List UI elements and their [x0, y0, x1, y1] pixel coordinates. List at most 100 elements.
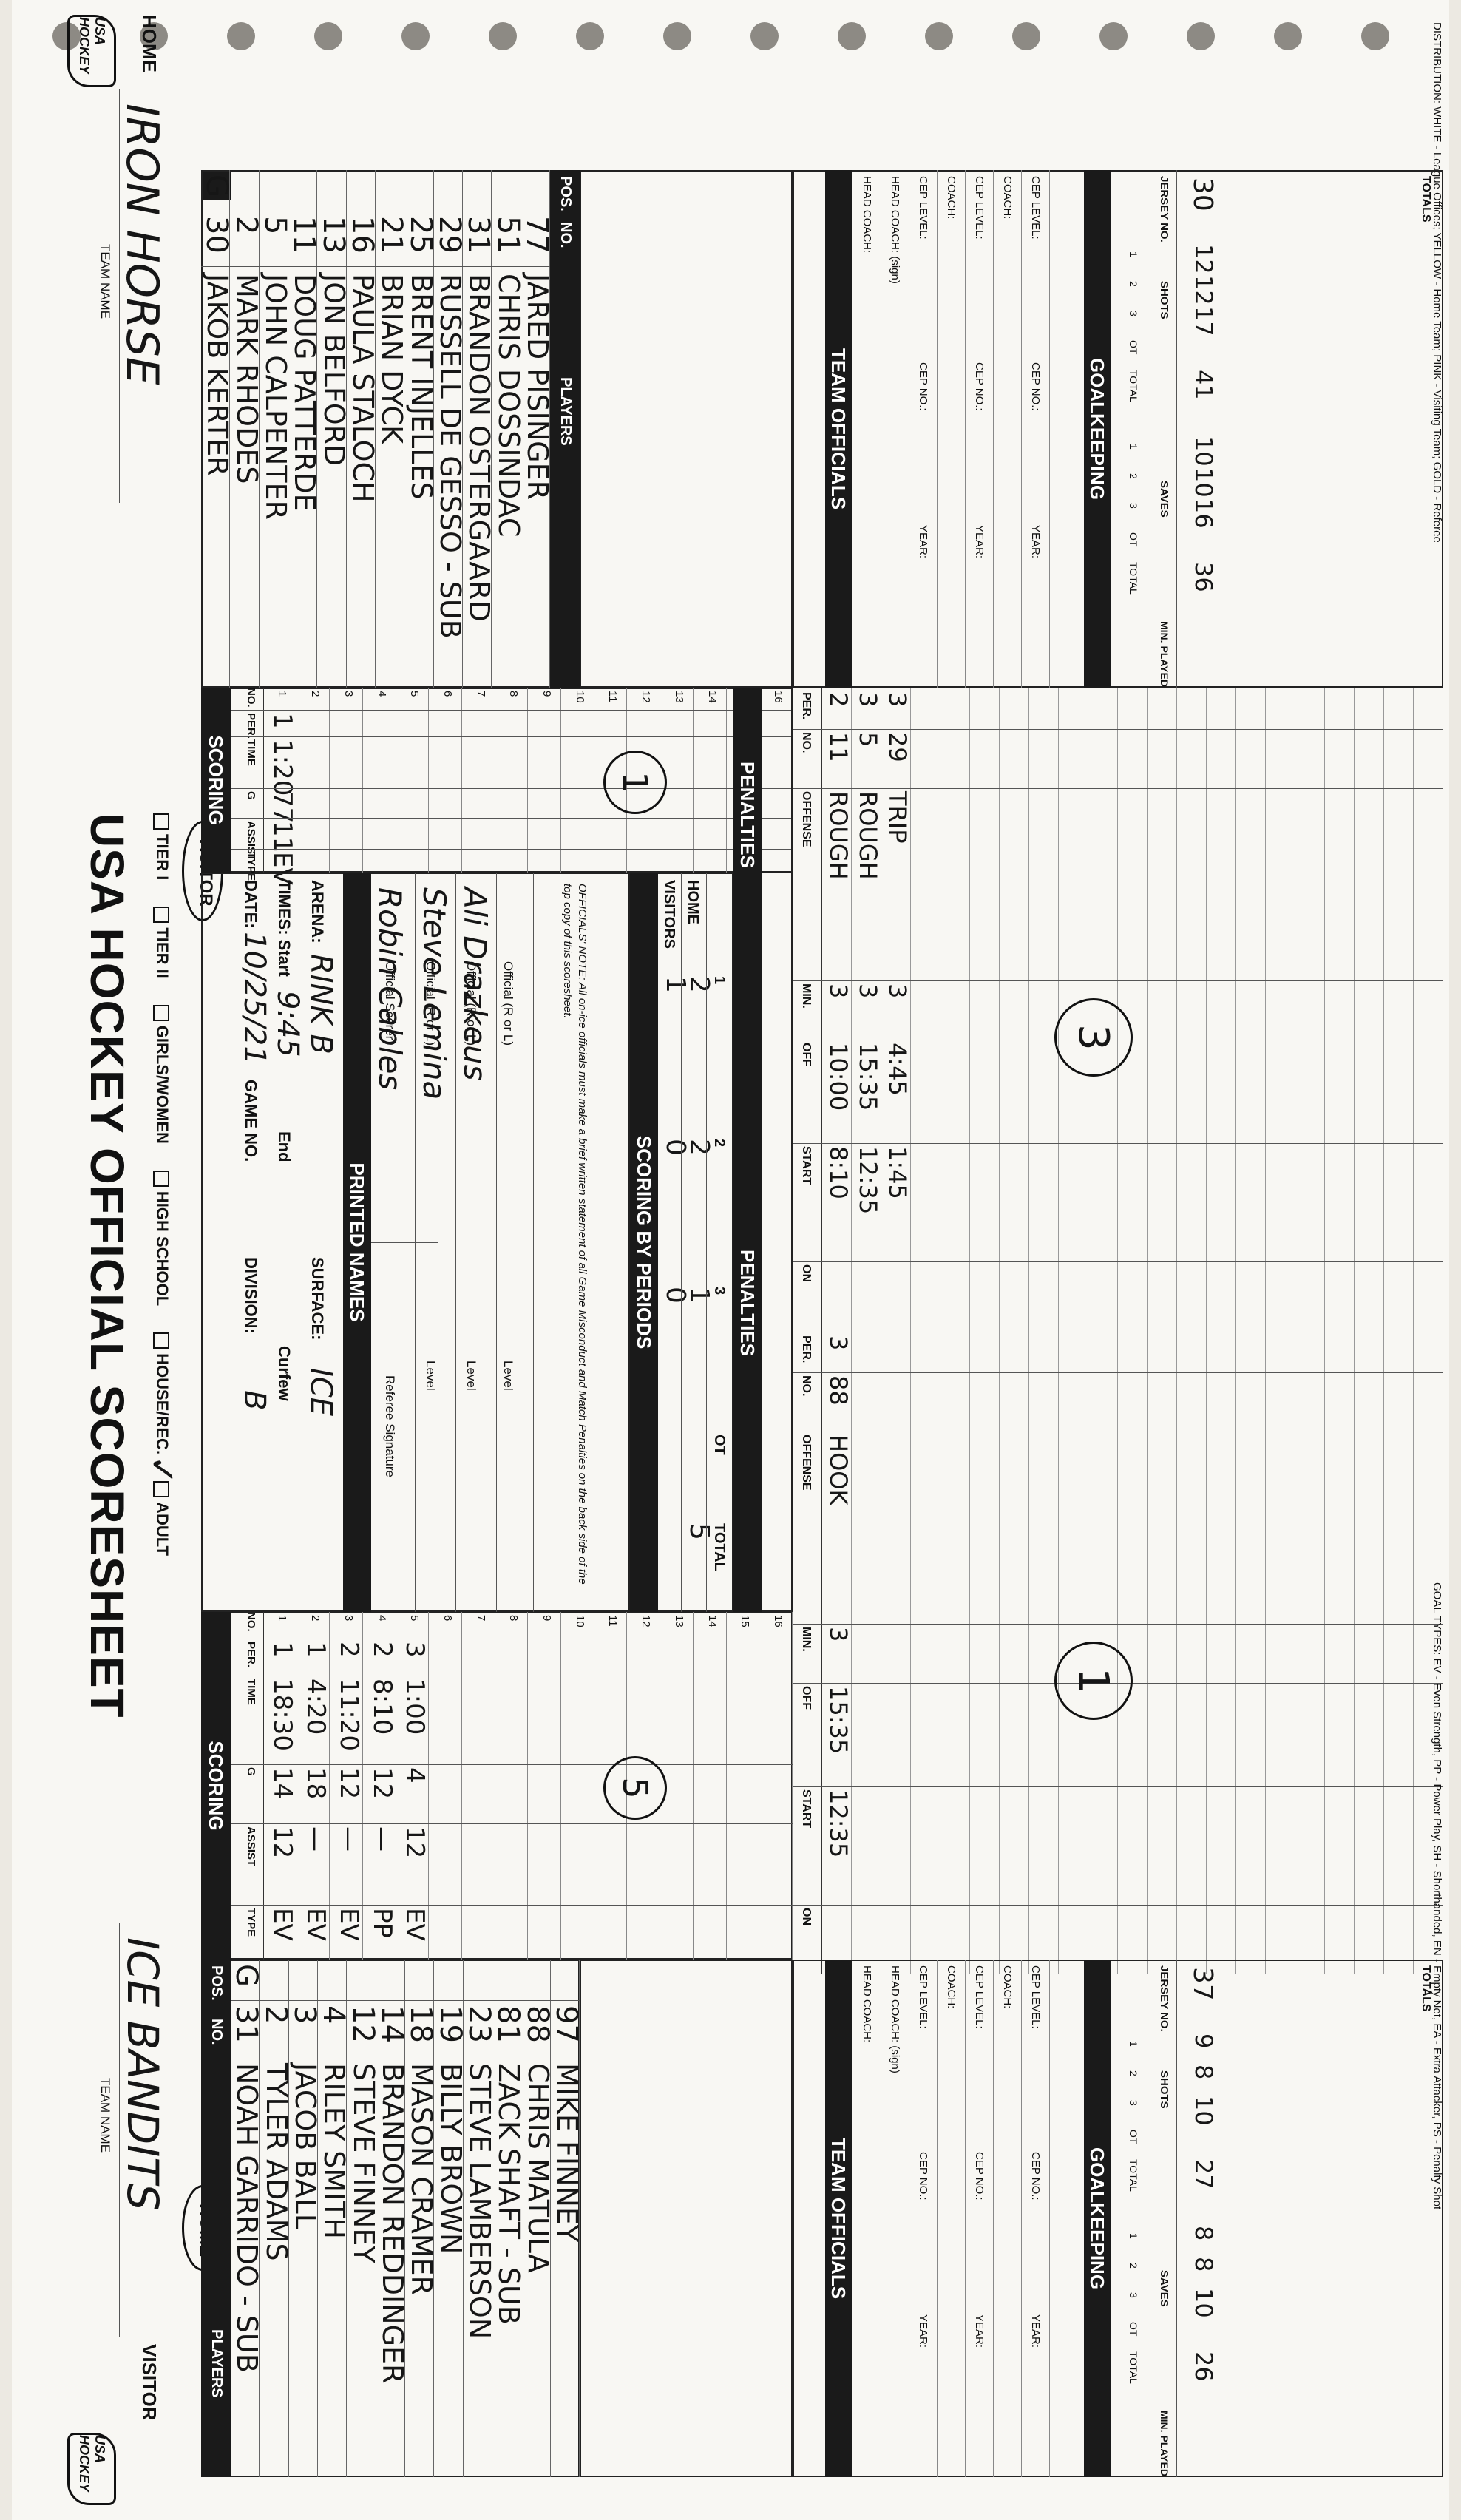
- scoring-type: EV: [400, 1908, 430, 1941]
- penalty-row: [1354, 688, 1384, 1331]
- penalty-min: 3: [854, 983, 882, 999]
- penalty-offense: TRIP: [884, 791, 912, 844]
- gk-shots: 17: [1190, 306, 1218, 336]
- penalty-start: 12:35: [824, 1789, 852, 1858]
- scoring-row-number: 10: [573, 691, 586, 703]
- gk-saves-period: 2: [1128, 2263, 1139, 2269]
- scoring-row-number: 13: [672, 1615, 685, 1628]
- gk-shots-period: 1: [1128, 2041, 1139, 2047]
- penalty-col-divider: [793, 1905, 1443, 1906]
- tier-label-0: TIER I: [153, 834, 172, 881]
- gk-saves-period: 1: [1128, 444, 1139, 450]
- tier-checkbox-3[interactable]: [152, 1170, 169, 1187]
- tier-option-1[interactable]: TIER II: [152, 907, 172, 978]
- officials-row: COACH:: [937, 1960, 966, 2477]
- scoring-row-number: 14: [705, 691, 719, 703]
- scoring-per: 1: [268, 1642, 298, 1658]
- penalty-col-divider: [793, 980, 1443, 981]
- penalty-col-label: ON: [800, 1264, 813, 1282]
- gk-saves-period: 2: [1128, 473, 1139, 479]
- penalty-no: 11: [824, 732, 852, 762]
- period-header: OT: [711, 1435, 728, 1455]
- gk-saves-total: 36: [1190, 562, 1218, 592]
- right-scoring-title: SCORING: [201, 1612, 231, 1960]
- scoring-g: 18: [301, 1767, 331, 1800]
- officials-note: OFFICIALS' NOTE: All on-ice officials mu…: [561, 884, 589, 1585]
- officials-row: HEAD COACH:: [852, 1960, 881, 2477]
- scoring-row-number: 4: [375, 1615, 388, 1622]
- gk-saves-total-label: TOTAL: [1128, 562, 1139, 595]
- scoring-row-number: 7: [474, 1615, 487, 1622]
- officials-row: HEAD COACH: (sign): [881, 1960, 909, 2477]
- scoring-col-label: TYPE: [244, 1908, 257, 1937]
- officials-field-label: CEP NO.:: [973, 362, 986, 411]
- tier-option-0[interactable]: TIER I: [152, 813, 172, 880]
- scoring-row-number: 5: [408, 691, 421, 697]
- penalty-row: [1354, 1331, 1384, 1974]
- tier-option-3[interactable]: HIGH SCHOOL: [152, 1170, 172, 1306]
- penalty-row: [881, 1331, 911, 1974]
- penalty-row: [1028, 1331, 1059, 1974]
- officials-field-label: CEP LEVEL:: [973, 176, 986, 240]
- penalty-col-divider: [793, 1261, 1443, 1262]
- penalty-count: 1: [1069, 1667, 1118, 1694]
- scoring-col-label: TIME: [244, 1679, 257, 1705]
- tier-option-2[interactable]: GIRLS/WOMEN: [152, 1004, 172, 1144]
- scoring-row-number: 3: [342, 691, 355, 697]
- scoring-row-number: 16: [772, 1615, 784, 1628]
- penalty-col-label: MIN.: [800, 1627, 813, 1652]
- punch-hole: [750, 22, 779, 50]
- scoring-col-divider: [231, 736, 793, 737]
- scoring-row-number: 8: [507, 691, 521, 697]
- game-division: B: [237, 1390, 271, 1411]
- officials-field-label: YEAR:: [1029, 525, 1042, 559]
- tier-option-5[interactable]: ADULT: [152, 1481, 172, 1556]
- penalty-offense: HOOK: [824, 1435, 852, 1505]
- periods-visitors-label: VISITORS: [661, 880, 677, 949]
- penalty-per: 2: [824, 692, 852, 708]
- penalty-col-divider: [793, 1624, 1443, 1625]
- tier-options: TIER I TIER II GIRLS/WOMEN HIGH SCHOOL HOUSE…: [152, 813, 172, 1556]
- penalty-row: [1176, 688, 1207, 1331]
- penalty-row: [910, 688, 940, 1331]
- penalty-col-label: PER.: [800, 692, 813, 720]
- no-divider: [201, 266, 550, 267]
- penalty-row: [1206, 1331, 1236, 1974]
- penalty-row: [999, 1331, 1029, 1974]
- gk-jersey: 37: [1187, 1967, 1218, 2001]
- scoring-row: 7: [461, 1612, 495, 1960]
- scoring-g: 4: [400, 1767, 430, 1784]
- page-title: USA HOCKEY OFFICIAL SCORESHEET: [81, 813, 134, 1718]
- tier-checkbox-2[interactable]: [152, 1004, 169, 1021]
- gk-shots-total-label: TOTAL: [1128, 370, 1139, 402]
- officials-field-label: COACH:: [1001, 176, 1014, 220]
- tier-checkbox-1[interactable]: [152, 907, 169, 924]
- tier-checkbox-0[interactable]: [152, 813, 169, 830]
- goal-count: 5: [615, 1777, 655, 1799]
- penalty-col-divider: [793, 1786, 1443, 1787]
- officials-row: CEP LEVEL:CEP NO.:YEAR:: [965, 1960, 994, 2477]
- periods-home-label: HOME: [685, 880, 701, 924]
- tier-option-4[interactable]: HOUSE/REC.: [152, 1332, 172, 1454]
- penalty-col-divider: [793, 1372, 1443, 1373]
- scoring-g: 14: [268, 1767, 298, 1800]
- tier-checkbox-4[interactable]: [152, 1332, 169, 1349]
- punch-hole: [489, 22, 517, 50]
- scoring-row: 14: [692, 1612, 727, 1960]
